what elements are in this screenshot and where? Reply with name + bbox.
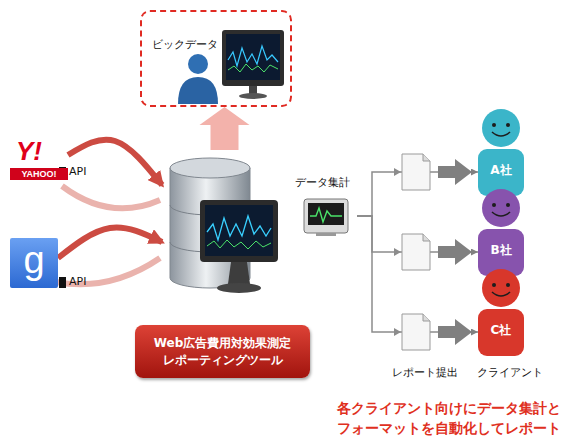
person-smile [492, 292, 510, 296]
node-text: g [10, 236, 58, 284]
column-label: レポート提出 [392, 366, 458, 380]
person-smile [492, 212, 510, 216]
block-arrow [438, 239, 472, 265]
monitor-stand [228, 262, 250, 284]
person-eye [506, 203, 510, 207]
person-head [482, 269, 520, 307]
upward-block-arrow [200, 107, 250, 150]
aggregator-screen [308, 203, 344, 225]
person-eye [506, 123, 510, 127]
node-text: YAHOO! [10, 168, 68, 180]
block-arrow [438, 319, 472, 345]
person-eye [492, 283, 496, 287]
person-body [478, 309, 524, 356]
small-arrowhead [394, 248, 401, 256]
waveform [207, 216, 271, 240]
yahoo-logo: Y!YAHOO! [10, 138, 68, 182]
aggregator-icon [304, 199, 348, 233]
loop-arc [62, 186, 160, 208]
monitor-base [239, 93, 267, 99]
document-fold [423, 234, 430, 241]
person-head [188, 54, 208, 74]
waveform [310, 208, 342, 222]
document-fold [423, 314, 430, 321]
document-fold [423, 154, 430, 161]
person-eye [506, 283, 510, 287]
document-icon [402, 234, 430, 270]
aggregator-base [316, 233, 336, 236]
monitor-frame [222, 30, 284, 86]
node-text: Web広告費用対効果測定 レポーティングツール [135, 325, 310, 378]
client-figure: B社 [478, 188, 524, 276]
waveform [228, 46, 278, 66]
api-label: API [69, 165, 86, 179]
client-figure: C社 [478, 268, 524, 356]
monitor-stand [249, 86, 257, 94]
small-arrowhead [394, 328, 401, 336]
node-text: Y! [16, 135, 42, 168]
person-shape [478, 188, 524, 276]
api-arrow [58, 227, 162, 258]
api-arrow [68, 140, 162, 185]
person-body [178, 77, 218, 104]
person-eye [492, 123, 496, 127]
api-label: API [69, 275, 86, 289]
node-text: データ集計 [295, 176, 350, 190]
node-text: B社 [478, 243, 524, 258]
small-arrowhead [394, 168, 401, 176]
waveform [207, 240, 271, 249]
person-shape [478, 108, 524, 196]
person-head [482, 109, 520, 147]
person-eye [492, 203, 496, 207]
person-shape [478, 268, 524, 356]
node-text: ビックデータ [152, 38, 218, 52]
column-label: クライアント [477, 366, 543, 380]
google-logo: g [10, 238, 58, 288]
node-text: A社 [478, 163, 524, 178]
monitor-base [217, 283, 261, 293]
big-data-box: ビックデータ [140, 10, 292, 107]
person-smile [492, 132, 510, 136]
person-body [478, 229, 524, 276]
caption-note: 各クライアント向けにデータ集計と フォーマットを自動化してレポート [318, 398, 579, 438]
document-icon [402, 314, 430, 350]
monitor-screen [205, 205, 273, 256]
person-head [482, 189, 520, 227]
document-icon [402, 154, 430, 190]
api-square [59, 277, 66, 288]
aggregator-node: データ集計 [295, 176, 357, 236]
client-figure: A社 [478, 108, 524, 196]
reporting-tool: Web広告費用対効果測定 レポーティングツール [162, 150, 287, 380]
monitor-frame [200, 200, 278, 262]
monitor-screen [226, 34, 280, 80]
person-body [478, 149, 524, 196]
block-arrow [438, 159, 472, 185]
waveform [228, 64, 278, 72]
node-text: C社 [478, 323, 524, 338]
database-top [170, 158, 250, 178]
